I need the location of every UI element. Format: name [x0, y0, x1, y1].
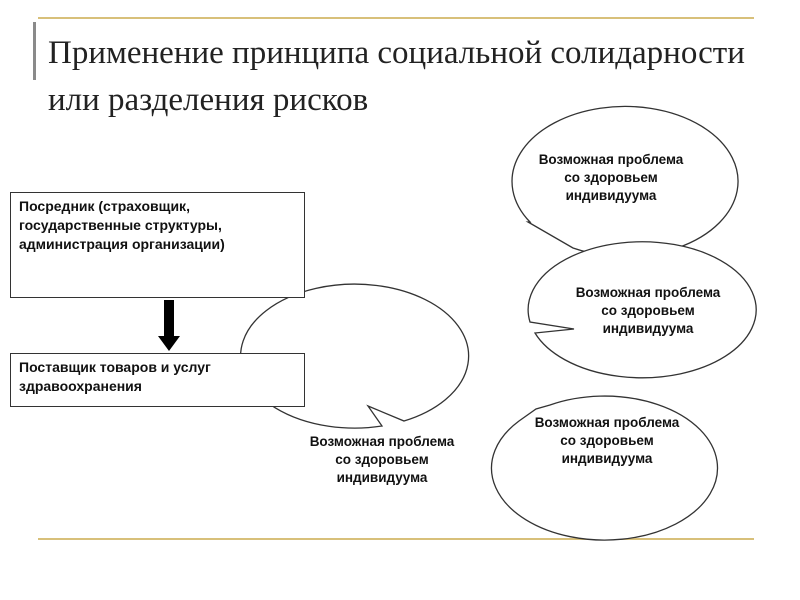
bubble-label-3: Возможная проблема со здоровьем индивиду… [534, 415, 680, 466]
bubble-label-1: Возможная проблема со здоровьем индивиду… [538, 152, 684, 203]
bottom-divider [38, 538, 754, 540]
title-accent-bar [33, 22, 36, 80]
bubble-label-2: Возможная проблема со здоровьем индивиду… [575, 285, 721, 336]
provider-box: Поставщик товаров и услуг здравоохранени… [10, 353, 305, 407]
thought-bubble-3 [490, 395, 719, 541]
intermediary-box: Посредник (страховщик, государственные с… [10, 192, 305, 298]
down-arrow [158, 300, 180, 351]
thought-bubble-2 [527, 241, 757, 379]
top-divider [38, 17, 754, 19]
bubble-label-4: Возможная проблема со здоровьем индивиду… [309, 434, 455, 485]
slide-title: Применение принципа социальной солидарно… [48, 35, 745, 118]
